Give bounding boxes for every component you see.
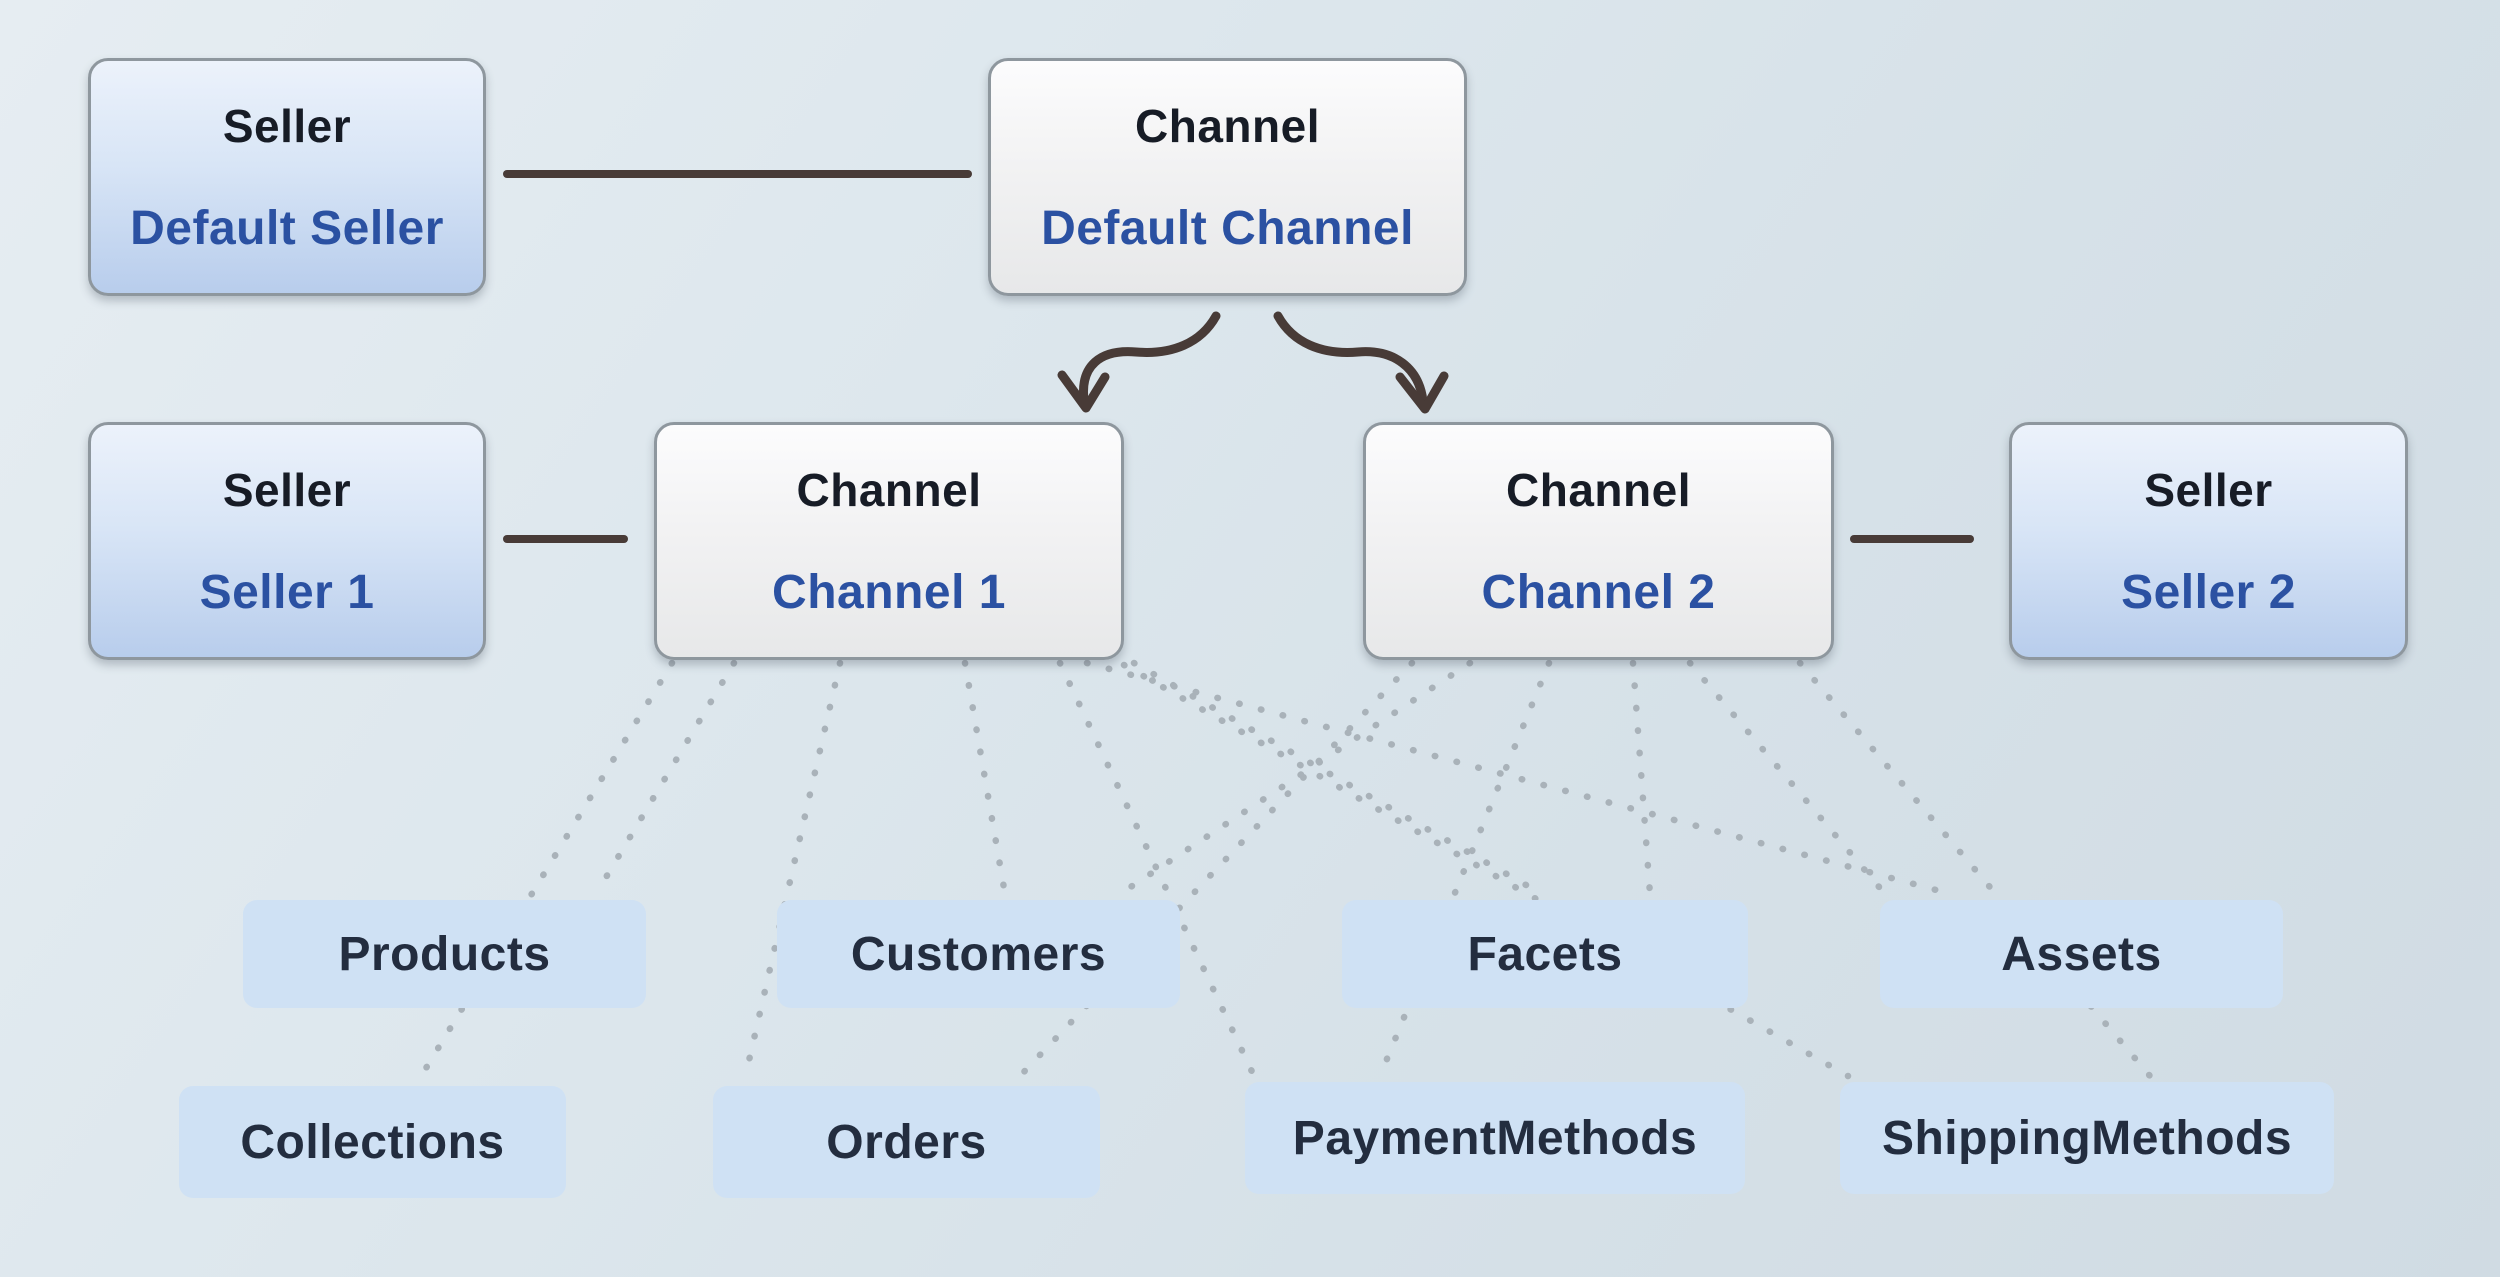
dotted-channel1-facets: [1130, 659, 1546, 898]
arrow-default-channel-to-channel1: [1079, 311, 1221, 405]
entity-facets: Facets: [1342, 900, 1748, 1008]
node-type-label: Seller: [222, 464, 352, 516]
default-channel-arrows: [1057, 311, 1449, 414]
node-default-channel: Channel Default Channel: [988, 58, 1467, 296]
entity-shippingmethods: ShippingMethods: [1840, 1082, 2334, 1194]
dotted-channel1-assets: [1083, 659, 1944, 895]
node-default-seller: Seller Default Seller: [88, 58, 486, 296]
node-type-label: Channel: [1506, 464, 1691, 516]
entity-orders: Orders: [713, 1086, 1100, 1198]
entity-collections: Collections: [179, 1086, 566, 1198]
dotted-channel1-products: [592, 659, 738, 898]
node-name-label: Channel 2: [1481, 566, 1716, 619]
entity-products: Products: [243, 900, 646, 1008]
dotted-channel1-paymentmethods: [1056, 659, 1258, 1080]
node-name-label: Channel 1: [772, 566, 1006, 619]
dotted-channel2-paymentmethods: [1376, 659, 1553, 1080]
entity-customers: Customers: [777, 900, 1180, 1008]
node-name-label: Default Seller: [130, 202, 444, 255]
node-name-label: Default Channel: [1041, 202, 1414, 255]
dotted-channel1-collections: [416, 659, 676, 1082]
node-type-label: Seller: [222, 100, 352, 152]
dotted-channel1-shippingmethods: [1120, 661, 1852, 1080]
node-type-label: Seller: [2144, 464, 2273, 516]
dotted-channel2-orders: [1016, 659, 1416, 1080]
node-channel-1: Channel Channel 1: [654, 422, 1124, 660]
entity-paymentmethods: PaymentMethods: [1245, 1082, 1745, 1194]
arrowhead-channel1-icon: [1057, 370, 1110, 413]
node-name-label: Seller 1: [199, 566, 375, 619]
node-channel-2: Channel Channel 2: [1363, 422, 1834, 660]
arrowhead-channel2-icon: [1395, 371, 1449, 414]
dotted-channel2-customers: [1116, 659, 1474, 898]
dotted-channel2-assets: [1686, 659, 1889, 898]
entity-assets: Assets: [1880, 900, 2283, 1008]
node-type-label: Channel: [1135, 100, 1320, 152]
node-seller-2: Seller Seller 2: [2009, 422, 2408, 660]
arrow-default-channel-to-channel2: [1273, 311, 1428, 406]
dotted-channel2-facets: [1629, 659, 1654, 898]
node-name-label: Seller 2: [2121, 566, 2296, 619]
dotted-channel1-orders: [741, 659, 844, 1082]
dotted-links: [416, 659, 2154, 1082]
solid-connectors: [503, 170, 1974, 543]
node-type-label: Channel: [796, 464, 982, 516]
node-seller-1: Seller Seller 1: [88, 422, 486, 660]
dotted-channel1-customers: [961, 659, 1009, 898]
dotted-channel2-shippingmethods: [1796, 659, 2154, 1080]
